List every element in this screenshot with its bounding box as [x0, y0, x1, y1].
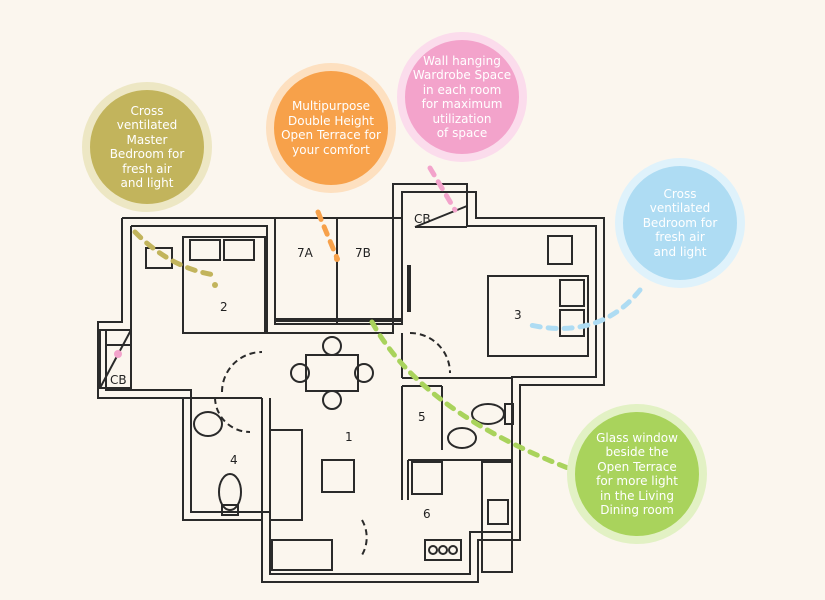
callout-open-terrace-text: Multipurpose Double Height Open Terrace … — [281, 99, 381, 157]
wardrobe-connector — [427, 165, 458, 213]
callout-master-bedroom: Cross ventilated Master Bedroom for fres… — [82, 82, 212, 212]
room-label-3: 3 — [514, 308, 522, 322]
outer-walls — [97, 183, 605, 583]
bedroom-connector — [527, 287, 643, 331]
room-label-2: 2 — [220, 300, 228, 314]
room-label-7b: 7B — [355, 246, 371, 260]
callout-wardrobe-text: Wall hanging Wardrobe Space in each room… — [412, 53, 512, 141]
callout-bedroom: Cross ventilated Bedroom for fresh air a… — [615, 158, 745, 288]
bedroom-3-furniture — [407, 205, 589, 357]
room-label-cb-top: CB — [414, 212, 431, 226]
callout-master-bedroom-text: Cross ventilated Master Bedroom for fres… — [109, 103, 185, 191]
callout-open-terrace: Multipurpose Double Height Open Terrace … — [266, 63, 396, 193]
window-connector — [369, 319, 571, 471]
master-bedroom-connector — [132, 229, 218, 278]
bath-5-fixtures — [411, 403, 514, 495]
terrace-connector-dot — [334, 256, 340, 262]
master-bedroom-furniture — [106, 236, 266, 391]
room-label-5: 5 — [418, 410, 426, 424]
room-label-4: 4 — [230, 453, 238, 467]
callout-glass-window-text: Glass window beside the Open Terrace for… — [596, 430, 678, 518]
cb-marker-dot — [114, 350, 122, 358]
door-swings — [214, 332, 451, 556]
room-label-cb-left: CB — [110, 373, 127, 387]
terrace-connector — [315, 209, 340, 261]
room-label-7a: 7A — [297, 246, 313, 260]
callout-wardrobe: Wall hanging Wardrobe Space in each room… — [397, 32, 527, 162]
master-connector-dot — [212, 282, 218, 288]
callout-bedroom-text: Cross ventilated Bedroom for fresh air a… — [642, 186, 718, 259]
internal-walls — [183, 333, 512, 520]
callout-connectors — [132, 165, 643, 471]
living-furniture — [269, 429, 355, 571]
kitchen-fixtures — [424, 461, 513, 573]
callout-glass-window: Glass window beside the Open Terrace for… — [567, 404, 707, 544]
dining-table — [290, 336, 374, 410]
room-label-6: 6 — [423, 507, 431, 521]
bath-4-fixtures — [193, 411, 242, 516]
terrace-partitions — [275, 217, 402, 324]
room-label-1: 1 — [345, 430, 353, 444]
cb-left-cabinet — [99, 329, 132, 389]
